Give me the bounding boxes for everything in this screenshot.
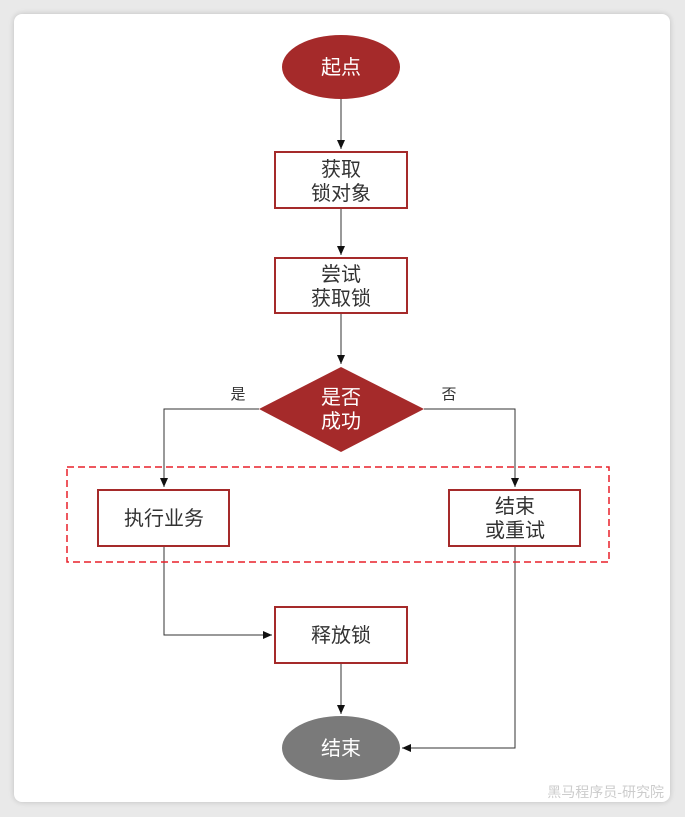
decision-success-line1: 是否	[321, 385, 361, 409]
release-lock-node: 释放锁	[274, 606, 408, 664]
connectors	[160, 99, 519, 752]
execute-business-label: 执行业务	[124, 506, 204, 530]
edge-decision-yes	[160, 408, 259, 487]
end-label: 结束	[321, 736, 361, 760]
decision-success-node: 是否 成功	[259, 367, 424, 452]
acquire-lock-object-line1: 获取	[321, 157, 361, 181]
release-lock-label: 释放锁	[311, 623, 371, 647]
try-acquire-lock-line1: 尝试	[321, 262, 361, 286]
try-acquire-lock-node: 尝试 获取锁	[274, 257, 408, 314]
decision-success-line2: 成功	[321, 409, 361, 433]
execute-business-node: 执行业务	[97, 489, 230, 547]
end-or-retry-node: 结束 或重试	[448, 489, 581, 547]
edge-decision-no	[424, 408, 519, 487]
start-node: 起点	[282, 35, 400, 99]
end-node: 结束	[282, 716, 400, 780]
end-or-retry-line2: 或重试	[485, 518, 545, 542]
watermark-text: 黑马程序员-研究院	[547, 785, 664, 801]
branch-yes-label: 是	[230, 385, 245, 403]
try-acquire-lock-line2: 获取锁	[311, 286, 371, 310]
end-or-retry-line1: 结束	[495, 494, 535, 518]
acquire-lock-object-line2: 锁对象	[311, 181, 371, 205]
branch-no-label: 否	[441, 385, 456, 403]
edge-retry-to-end	[402, 546, 516, 752]
edge-execute-to-release	[163, 546, 272, 639]
business-group-outline	[66, 466, 610, 563]
acquire-lock-object-node: 获取 锁对象	[274, 151, 408, 209]
start-label: 起点	[321, 55, 361, 79]
